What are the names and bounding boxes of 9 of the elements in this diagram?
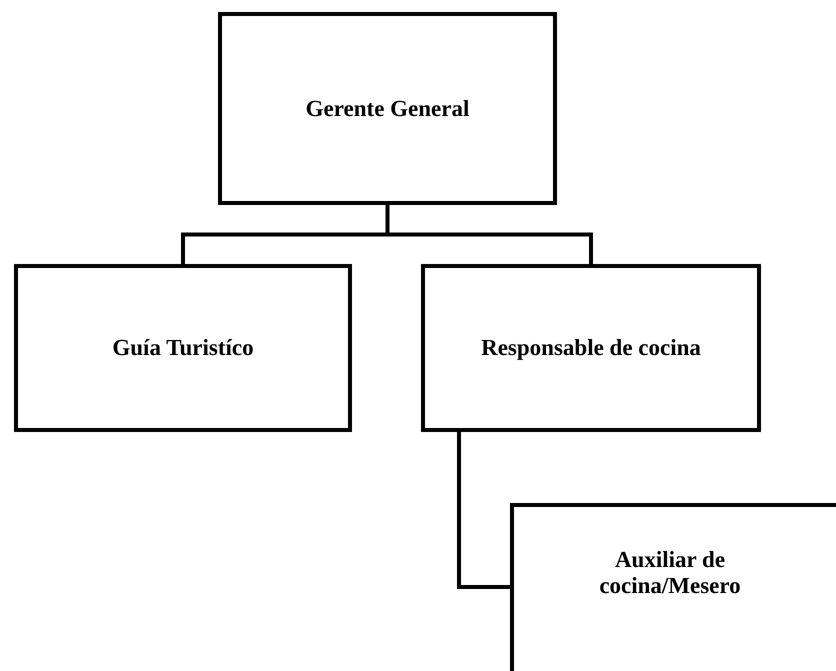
role-title: Gerente General xyxy=(306,96,470,122)
org-box xyxy=(14,264,352,432)
connector-line xyxy=(457,432,510,589)
role-title: Responsable de cocina xyxy=(481,335,701,361)
org-box xyxy=(421,264,761,432)
org-box xyxy=(218,12,557,205)
org-box xyxy=(510,503,836,671)
role-title: Auxiliar de cocina/Mesero xyxy=(598,547,742,599)
role-title: Guía Turistíco xyxy=(112,335,254,361)
